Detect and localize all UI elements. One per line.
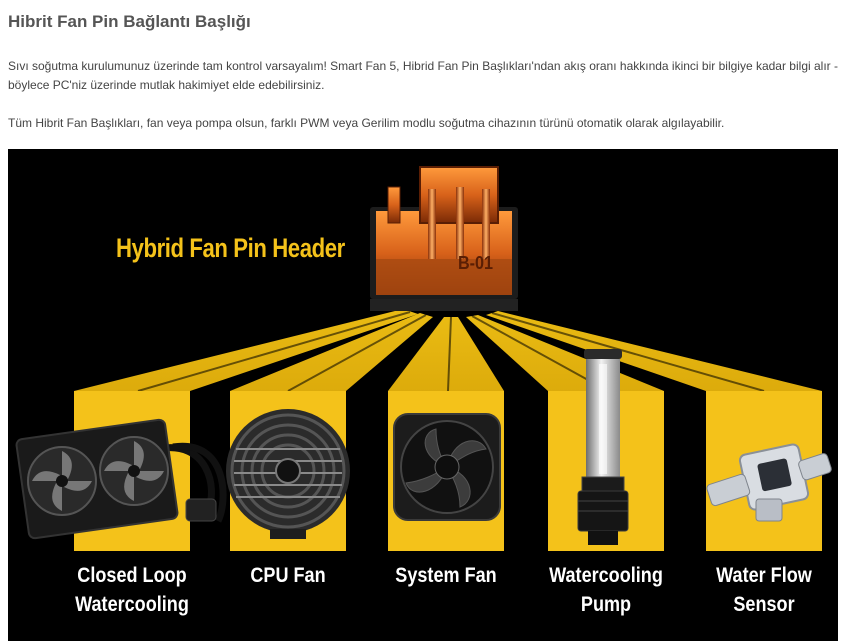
closed-loop-cooler-icon (15, 418, 227, 540)
device-caption-closed-loop: Closed Loop Watercooling (63, 561, 201, 619)
caption-line: Sensor (733, 593, 795, 616)
hybrid-fan-header-banner: Hybrid Fan Pin Header B-01 Closed Loop W… (8, 149, 838, 641)
caption-line: System Fan (395, 564, 497, 587)
flow-sensor-icon (706, 443, 832, 522)
pump-icon (577, 349, 629, 545)
system-fan-icon (393, 413, 501, 521)
connection-beams (74, 309, 822, 392)
caption-line: CPU Fan (250, 564, 326, 587)
device-caption-cpu-fan: CPU Fan (219, 561, 357, 590)
page-title: Hibrit Fan Pin Bağlantı Başlığı (8, 12, 251, 31)
fan-pin-header-chip (370, 166, 518, 311)
caption-line: Water Flow (716, 564, 812, 587)
caption-line: Watercooling (75, 593, 189, 616)
detect-paragraph: Tüm Hibrit Fan Başlıkları, fan veya pomp… (8, 116, 725, 130)
caption-line: Closed Loop (77, 564, 187, 587)
device-caption-flow-sensor: Water Flow Sensor (695, 561, 833, 619)
header-chip-text: B-01 (457, 253, 494, 273)
caption-line: Pump (580, 593, 632, 616)
cpu-fan-icon (226, 409, 350, 539)
device-caption-system-fan: System Fan (377, 561, 515, 590)
banner-artwork (15, 166, 832, 551)
hybrid-fan-pin-header-label: Hybrid Fan Pin Header (116, 233, 345, 263)
caption-line: Watercooling (549, 564, 663, 587)
intro-paragraph: Sıvı soğutma kurulumunuz üzerinde tam ko… (8, 59, 838, 92)
device-caption-pump: Watercooling Pump (537, 561, 675, 619)
